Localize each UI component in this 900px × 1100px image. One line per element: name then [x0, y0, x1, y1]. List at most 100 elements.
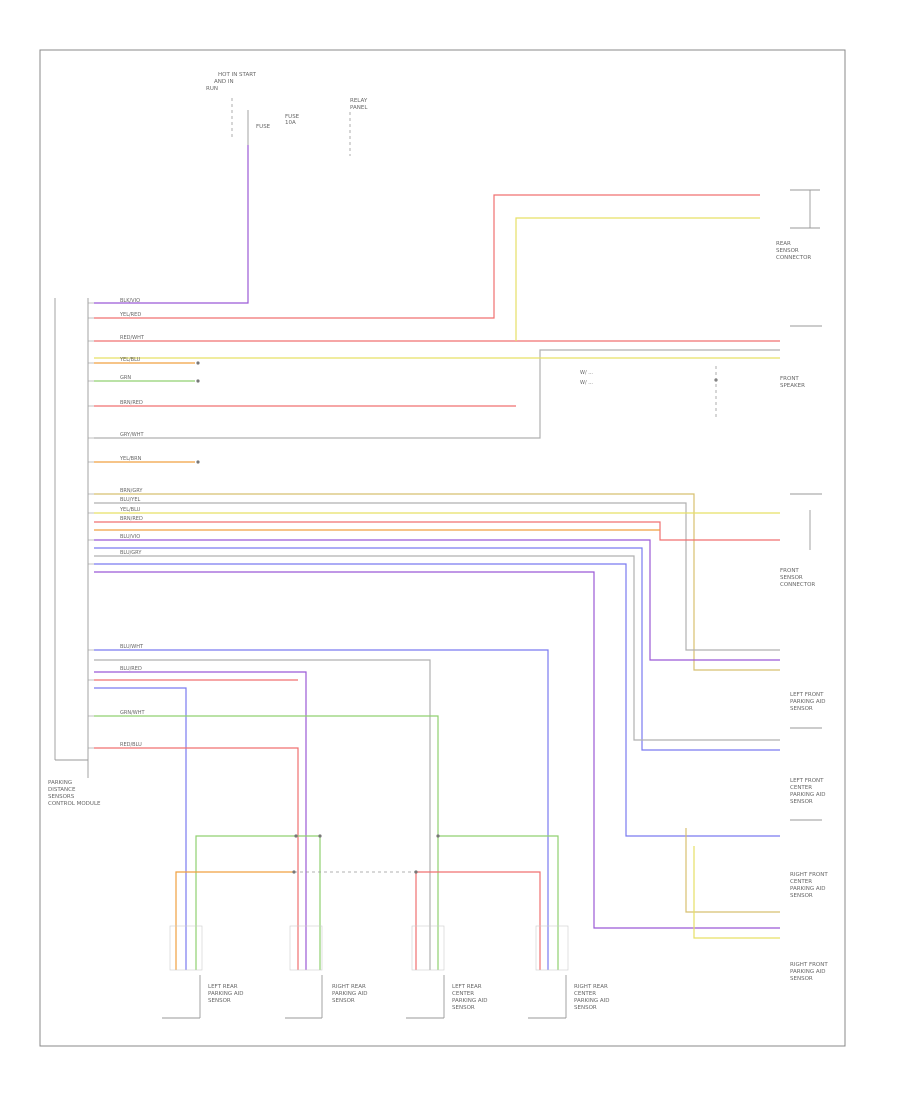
- speaker-label-2: SPEAKER: [780, 383, 805, 389]
- rear-sensor-connector-top: REAR SENSOR CONNECTOR: [776, 189, 820, 261]
- rear-sensor-top-label-2: SENSOR: [776, 248, 799, 254]
- rrc-label-2: CENTER: [574, 991, 596, 997]
- wire-label-18: RED/BLU: [120, 742, 142, 748]
- wire-label-9: BRN/GRY: [120, 488, 143, 494]
- wire-red-4: [94, 521, 780, 541]
- wire-red-net-2: [415, 871, 541, 970]
- wire-blue-1: [94, 547, 780, 751]
- wire-yellow-top: [515, 217, 760, 341]
- right-rear-center-sensor: RIGHT REAR CENTER PARKING AID SENSOR: [528, 925, 610, 1019]
- front-sensor-label-1: FRONT: [780, 568, 799, 574]
- front-sensor-label-2: SENSOR: [780, 575, 803, 581]
- module-wires: [94, 145, 780, 970]
- wire-green-net-2: [438, 835, 559, 970]
- left-front-label-3: SENSOR: [790, 706, 813, 712]
- wire-label-10: BLU/YEL: [120, 497, 141, 503]
- lrc-label-4: SENSOR: [452, 1005, 475, 1011]
- wire-label-8: YEL/BRN: [119, 456, 142, 462]
- wire-gray-1: [94, 349, 780, 439]
- fuse-box-label-3: RUN: [206, 86, 218, 92]
- lfc-label-3: PARKING AID: [790, 792, 826, 798]
- rf-label-1: RIGHT FRONT: [790, 962, 828, 968]
- fuse-box: HOT IN START AND IN RUN FUSE FUSE 10A RE…: [206, 72, 368, 156]
- left-rear-label-1: LEFT REAR: [208, 984, 238, 990]
- fuse-rating-2: 10A: [285, 120, 296, 126]
- wire-blue-2: [94, 563, 780, 837]
- rear-sensors: LEFT REAR PARKING AID SENSOR RIGHT REAR …: [162, 925, 610, 1019]
- wire-label-4: YEL/BLU: [119, 357, 141, 363]
- diagram-frame: [39, 49, 846, 1047]
- control-module: PARKING DISTANCE SENSORS CONTROL MODULE: [48, 298, 101, 807]
- wire-label-7: GRY/WHT: [120, 432, 144, 438]
- wire-tan-1: [94, 493, 780, 671]
- module-label-4: CONTROL MODULE: [48, 801, 101, 807]
- module-label-2: DISTANCE: [48, 787, 76, 793]
- relay-panel-label-2: PANEL: [350, 105, 368, 111]
- wire-label-11: YEL/BLU: [119, 507, 141, 513]
- module-label-1: PARKING: [48, 780, 72, 786]
- rfc-label-1: RIGHT FRONT: [790, 872, 828, 878]
- lrc-label-2: CENTER: [452, 991, 474, 997]
- rf-label-3: SENSOR: [790, 976, 813, 982]
- wire-label-13: BLU/VIO: [120, 534, 140, 540]
- right-rear-label-3: SENSOR: [332, 998, 355, 1004]
- wire-label-2: YEL/RED: [119, 312, 141, 318]
- lrc-label-1: LEFT REAR: [452, 984, 482, 990]
- wire-violet-2: [94, 539, 780, 661]
- right-rear-label-2: PARKING AID: [332, 991, 368, 997]
- rrc-label-4: SENSOR: [574, 1005, 597, 1011]
- wire-orange-net-1: [175, 871, 294, 970]
- front-sensor-connector: FRONT SENSOR CONNECTOR: [780, 493, 822, 588]
- wire-green-net-1: [195, 835, 321, 970]
- left-front-label-2: PARKING AID: [790, 699, 826, 705]
- left-rear-sensor: LEFT REAR PARKING AID SENSOR: [162, 925, 244, 1019]
- wire-label-17: GRN/WHT: [120, 710, 145, 716]
- lfc-label-2: CENTER: [790, 785, 812, 791]
- speaker-label-1: FRONT: [780, 376, 799, 382]
- relay-panel-label-1: RELAY: [350, 98, 368, 104]
- left-rear-center-sensor: LEFT REAR CENTER PARKING AID SENSOR: [406, 925, 488, 1019]
- wire-label-5: GRN: [120, 375, 131, 381]
- front-sensor-label-3: CONNECTOR: [780, 582, 815, 588]
- rfc-label-3: PARKING AID: [790, 886, 826, 892]
- left-rear-label-3: SENSOR: [208, 998, 231, 1004]
- module-label-3: SENSORS: [48, 794, 75, 800]
- wire-label-14: BLU/GRY: [120, 550, 142, 556]
- left-front-label-1: LEFT FRONT: [790, 692, 824, 698]
- rrc-label-1: RIGHT REAR: [574, 984, 608, 990]
- wire-violet-3: [94, 571, 780, 929]
- rrc-label-3: PARKING AID: [574, 998, 610, 1004]
- rear-sensor-top-label-3: CONNECTOR: [776, 255, 811, 261]
- right-rear-label-1: RIGHT REAR: [332, 984, 366, 990]
- module-pins: [88, 302, 94, 749]
- rfc-label-2: CENTER: [790, 879, 812, 885]
- wire-tan-2: [685, 828, 780, 913]
- wire-label-12: BRN/RED: [120, 516, 143, 522]
- wire-label-1: BLK/VIO: [120, 298, 140, 304]
- wire-violet-4: [94, 671, 307, 970]
- wire-blue-4: [94, 687, 187, 970]
- speaker-legend-1: W/ ...: [580, 370, 593, 376]
- speaker-group: FRONT SPEAKER W/ ... W/ ...: [580, 325, 822, 420]
- rear-sensor-top-label-1: REAR: [776, 241, 791, 247]
- wire-label-15: BLU/WHT: [120, 644, 144, 650]
- lrc-label-3: PARKING AID: [452, 998, 488, 1004]
- right-side-sensors: LEFT FRONT PARKING AID SENSOR LEFT FRONT…: [685, 692, 828, 982]
- lfc-label-4: SENSOR: [790, 799, 813, 805]
- speaker-legend-2: W/ ...: [580, 380, 593, 386]
- fuse-box-label-1: HOT IN START: [218, 72, 257, 78]
- fuse-rating: FUSE: [285, 114, 300, 120]
- rf-label-2: PARKING AID: [790, 969, 826, 975]
- wire-label-6: BRN/RED: [120, 400, 143, 406]
- wire-gray-4: [94, 659, 431, 970]
- wire-label-group: BLK/VIO YEL/RED RED/WHT YEL/BLU GRN BRN/…: [119, 298, 145, 748]
- rfc-label-4: SENSOR: [790, 893, 813, 899]
- fuse-box-label-2: AND IN: [214, 79, 234, 85]
- wire-gray-3: [94, 555, 780, 741]
- wire-green-2: [94, 715, 439, 970]
- lfc-label-1: LEFT FRONT: [790, 778, 824, 784]
- fuse-label: FUSE: [256, 124, 271, 130]
- right-rear-sensor: RIGHT REAR PARKING AID SENSOR: [285, 925, 368, 1019]
- wire-gray-2: [94, 502, 780, 651]
